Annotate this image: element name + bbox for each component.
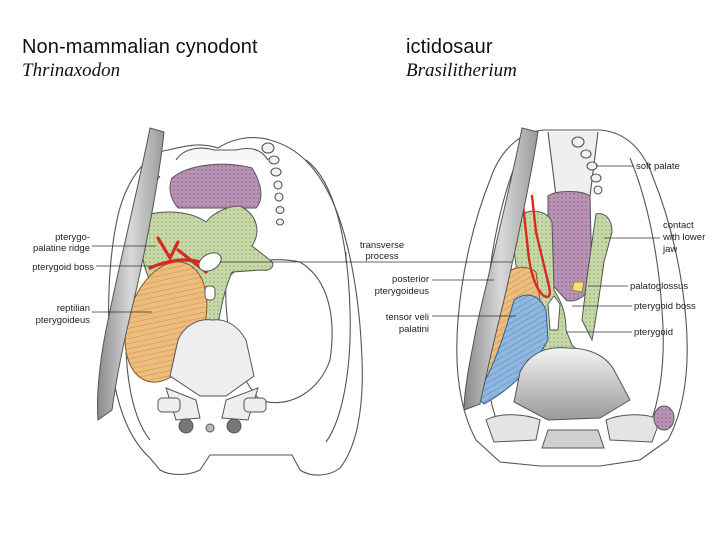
- left-purple-region: [169, 163, 262, 209]
- label-transverse-1: transverse: [360, 240, 404, 251]
- right-tensor-veli-palatini: [478, 294, 549, 405]
- label-pterygoid-boss-right: pterygoid boss: [634, 301, 696, 312]
- right-teeth: [571, 136, 603, 195]
- label-palatoglossus: palatoglossus: [630, 281, 688, 292]
- label-tensor-2: palatini: [399, 324, 429, 335]
- right-jaw-rod: [463, 127, 539, 411]
- left-basicranium: [157, 319, 267, 434]
- label-soft-palate: soft palate: [636, 161, 680, 172]
- label-contact-1: contact: [663, 220, 694, 231]
- label-pterygopalatine-2: palatine ridge: [33, 243, 90, 254]
- label-pterygoid: pterygoid: [634, 327, 673, 338]
- right-pterygoid-wing: [581, 213, 613, 342]
- left-subtitle: Thrinaxodon: [22, 60, 121, 81]
- label-pterygopalatine-1: pterygo-: [55, 232, 90, 243]
- left-teeth: [261, 142, 285, 226]
- leader-lines: [92, 165, 660, 333]
- right-labels: posterior pterygoideus tensor veli palat…: [375, 161, 706, 338]
- left-pterygoid-boss: [198, 252, 222, 272]
- label-transverse-2: process: [365, 251, 399, 262]
- left-labels: pterygo- palatine ridge pterygoid boss r…: [32, 232, 404, 326]
- right-midline-notch: [547, 295, 561, 331]
- label-reptilian-1: reptilian: [57, 303, 90, 314]
- label-posterior-2: pterygoideus: [375, 286, 430, 297]
- left-midline-process: [204, 285, 216, 301]
- label-contact-3: jaw: [662, 244, 677, 255]
- right-red-palatoglossus: [520, 194, 551, 299]
- right-palatoglossus-yellow: [571, 281, 585, 293]
- right-soft-palate: [547, 191, 593, 302]
- label-pterygoid-boss-left: pterygoid boss: [32, 262, 94, 273]
- label-reptilian-2: pterygoideus: [36, 315, 91, 326]
- left-title: Non-mammalian cynodont: [22, 36, 258, 58]
- right-title: ictidosaur: [406, 36, 493, 58]
- right-subtitle: Brasilitherium: [406, 60, 517, 81]
- label-contact-2: with lower: [662, 232, 705, 243]
- right-basicranium: [485, 347, 675, 449]
- label-posterior-1: posterior: [392, 274, 429, 285]
- left-jaw-rod: [96, 127, 165, 421]
- label-tensor-1: tensor veli: [386, 312, 429, 323]
